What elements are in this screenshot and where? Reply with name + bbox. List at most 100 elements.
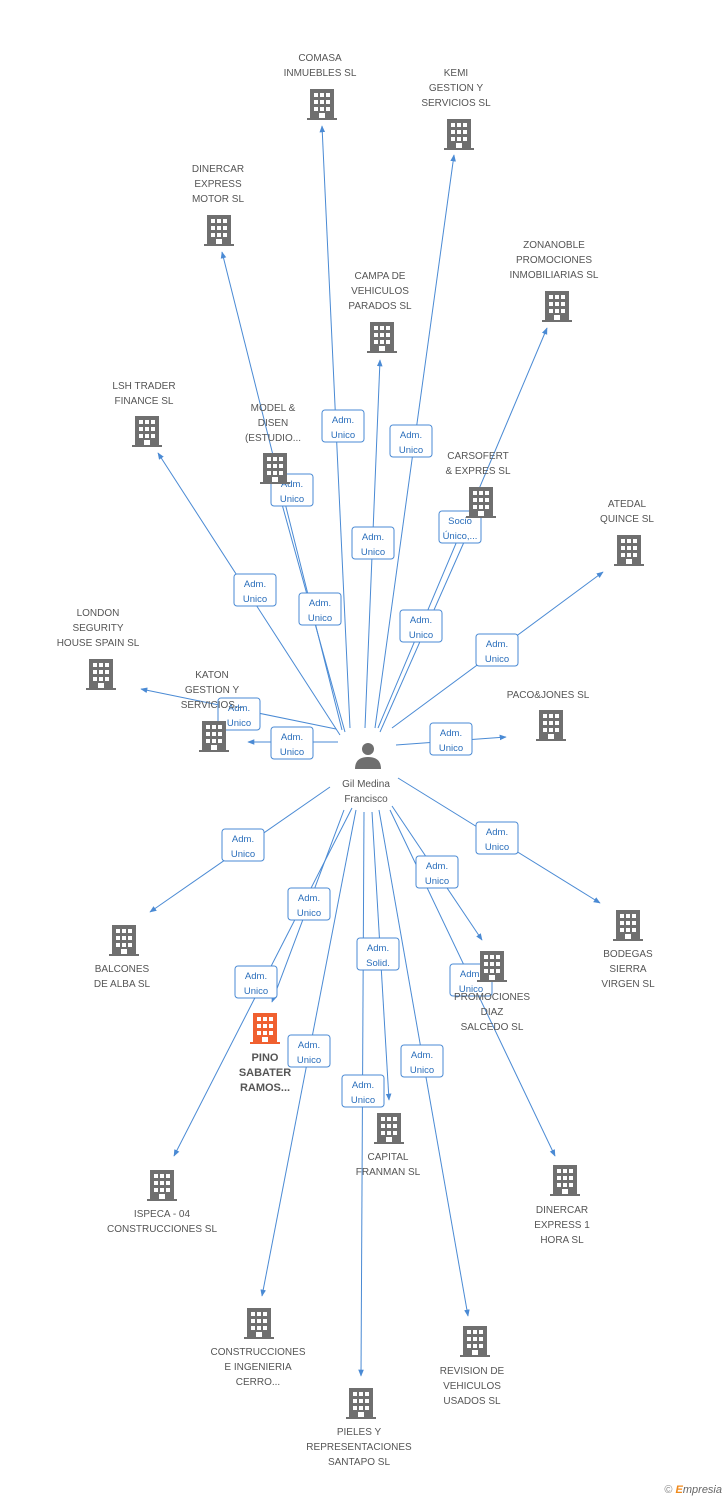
building-icon: [250, 1013, 280, 1044]
building-icon: [199, 721, 229, 752]
role-label-promociones-diaz[interactable]: Adm.Unico: [415, 855, 459, 889]
company-name-line: DE ALBA SL: [94, 979, 151, 990]
role-label-box: [356, 937, 400, 971]
role-label-pino[interactable]: Adm.Unico: [234, 965, 278, 999]
copyright-symbol: ©: [664, 1484, 673, 1496]
role-label-pieles[interactable]: Adm.Unico: [341, 1074, 385, 1108]
company-node-pino[interactable]: PINOSABATERRAMOS...: [239, 1013, 291, 1094]
role-label-text: Adm.: [309, 598, 331, 609]
role-label-text: Adm.: [228, 703, 250, 714]
building-icon: [147, 1170, 177, 1201]
company-name-line: DISEN: [258, 418, 289, 429]
role-label-text: Adm.: [232, 834, 254, 845]
company-name-line: BALCONES: [95, 964, 150, 975]
company-name-line: ZONANOBLE: [523, 240, 585, 251]
building-icon: [613, 910, 643, 941]
role-label-box: [287, 887, 331, 921]
role-label-comasa[interactable]: Adm.Unico: [321, 409, 365, 443]
role-label-text: Adm.: [281, 479, 303, 490]
role-label-text: Unico: [351, 1095, 375, 1106]
role-label-construcciones[interactable]: Adm.Unico: [287, 1034, 331, 1068]
role-label-text: Unico: [227, 718, 251, 729]
company-name-line: INMUEBLES SL: [284, 68, 357, 79]
role-label-ispeca[interactable]: Adm.Unico: [287, 887, 331, 921]
role-label-text: Unico: [439, 743, 463, 754]
company-name-line: COMASA: [298, 53, 342, 64]
role-label-box: [233, 573, 277, 607]
company-node-dinercar-1hora[interactable]: DINERCAR EXPRESS 1 HORA SL: [534, 1165, 590, 1246]
company-name-line: INMOBILIARIAS SL: [510, 270, 599, 281]
role-label-capital[interactable]: Adm.Solid.: [356, 937, 400, 971]
company-name-line: HORA SL: [540, 1235, 584, 1246]
role-label-revision[interactable]: Adm.Unico: [400, 1044, 444, 1078]
role-label-text: Unico: [297, 908, 321, 919]
role-label-box: [351, 526, 395, 560]
role-label-carsofert[interactable]: Adm.Unico: [399, 609, 443, 643]
role-label-zonanoble[interactable]: SocioÚnico,...: [438, 510, 482, 544]
company-name-line: REPRESENTACIONES: [306, 1442, 412, 1453]
company-name-line: PIELES Y: [337, 1427, 382, 1438]
role-label-text: Adm.: [298, 1040, 320, 1051]
company-name-line: PINO: [252, 1052, 279, 1064]
role-label-box: [321, 409, 365, 443]
company-node-carsofert[interactable]: CARSOFERT& EXPRES SL: [445, 451, 511, 518]
company-name-line: ISPECA - 04: [134, 1209, 191, 1220]
company-node-comasa[interactable]: COMASA INMUEBLES SL: [284, 53, 357, 120]
company-name-line: VEHICULOS: [443, 1381, 501, 1392]
role-label-kemi[interactable]: Adm.Unico: [389, 424, 433, 458]
role-label-bodegas[interactable]: Adm.Unico: [475, 821, 519, 855]
brand-logo[interactable]: Empresia: [675, 1484, 722, 1496]
role-label-atedal[interactable]: Adm.Unico: [475, 633, 519, 667]
role-label-katon[interactable]: Adm.Unico: [270, 726, 314, 760]
role-label-text: Adm.: [367, 943, 389, 954]
role-label-text: Socio: [448, 516, 472, 527]
role-label-lsh[interactable]: Adm.Unico: [233, 573, 277, 607]
center-person[interactable]: Gil Medina Francisco: [342, 743, 390, 805]
role-label-box: [400, 1044, 444, 1078]
role-label-model[interactable]: Adm.Unico: [298, 592, 342, 626]
role-label-text: Unico: [409, 630, 433, 641]
company-node-balcones[interactable]: BALCONES DE ALBA SL: [94, 925, 151, 990]
company-name-line: VEHICULOS: [351, 286, 409, 297]
center-name-line-2: Francisco: [344, 794, 388, 805]
role-label-box: [234, 965, 278, 999]
company-node-model[interactable]: MODEL &DISEN(ESTUDIO...: [245, 403, 301, 484]
company-name-line: QUINCE SL: [600, 514, 654, 525]
company-node-pacojones[interactable]: PACO&JONES SL: [507, 690, 590, 741]
role-label-pacojones[interactable]: Adm.Unico: [429, 722, 473, 756]
company-name-line: EXPRESS 1: [534, 1220, 590, 1231]
company-name-line: CAMPA DE: [355, 271, 406, 282]
role-label-text: Unico: [425, 876, 449, 887]
role-label-text: Adm.: [486, 639, 508, 650]
role-label-text: Unico: [361, 547, 385, 558]
company-name-line: PACO&JONES SL: [507, 690, 590, 701]
building-icon: [307, 89, 337, 120]
role-label-balcones[interactable]: Adm.Unico: [221, 828, 265, 862]
building-icon: [367, 322, 397, 353]
role-label-campa[interactable]: Adm.Unico: [351, 526, 395, 560]
company-name-line: PROMOCIONES: [454, 992, 530, 1003]
building-icon: [346, 1388, 376, 1419]
company-name-line: KEMI: [444, 68, 468, 79]
company-name-line: SABATER: [239, 1067, 291, 1079]
company-name-line: LONDON: [77, 608, 120, 619]
company-name-line: DINERCAR: [536, 1205, 588, 1216]
role-label-london[interactable]: Adm. Unico: [217, 697, 261, 731]
